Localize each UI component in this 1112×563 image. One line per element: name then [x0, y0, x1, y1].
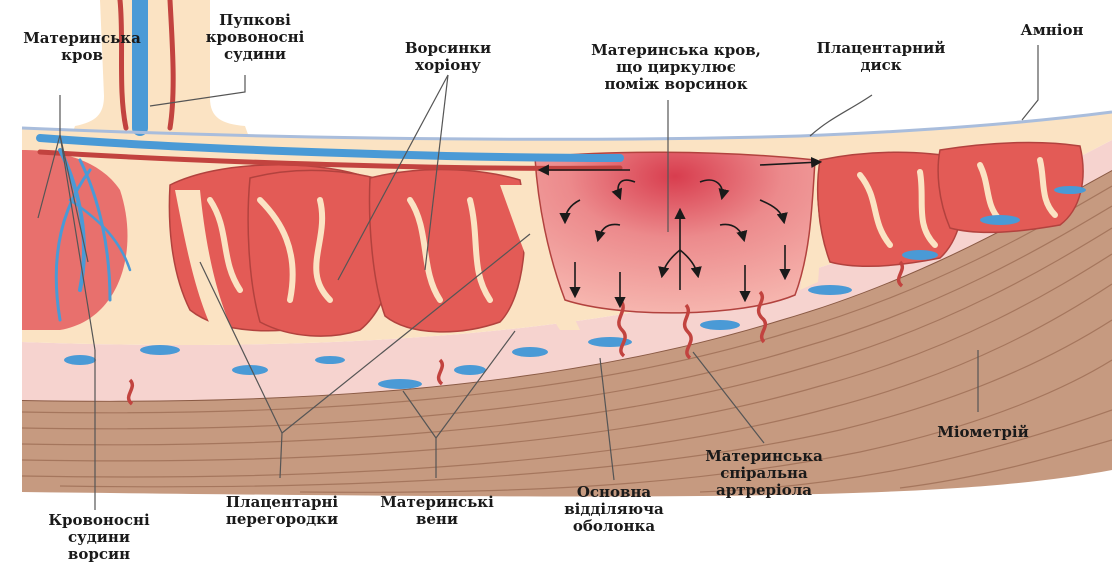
label-placental-disc: Плацентарний диск: [800, 40, 962, 74]
intervillous-pool: [535, 152, 815, 313]
label-circulating-maternal-blood: Материнська кров, що циркулює поміж ворс…: [578, 42, 774, 93]
label-umbilical-vessels: Пупкові кровоносні судини: [196, 12, 314, 63]
label-maternal-veins: Материнські вени: [366, 494, 508, 528]
label-myometrium: Міометрій: [920, 424, 1046, 441]
label-maternal-blood: Материнська кров: [4, 30, 160, 64]
label-villus-vessels: Кровоносні судини ворсин: [34, 512, 164, 563]
label-placental-septa: Плацентарні перегородки: [204, 494, 360, 528]
label-chorionic-villi: Ворсинки хоріону: [384, 40, 512, 74]
label-decidua-basalis: Основна відділяюча оболонка: [546, 484, 682, 535]
label-amnion: Амніон: [1002, 22, 1102, 39]
label-spiral-arteriole: Материнська спіральна артреріола: [698, 448, 830, 499]
